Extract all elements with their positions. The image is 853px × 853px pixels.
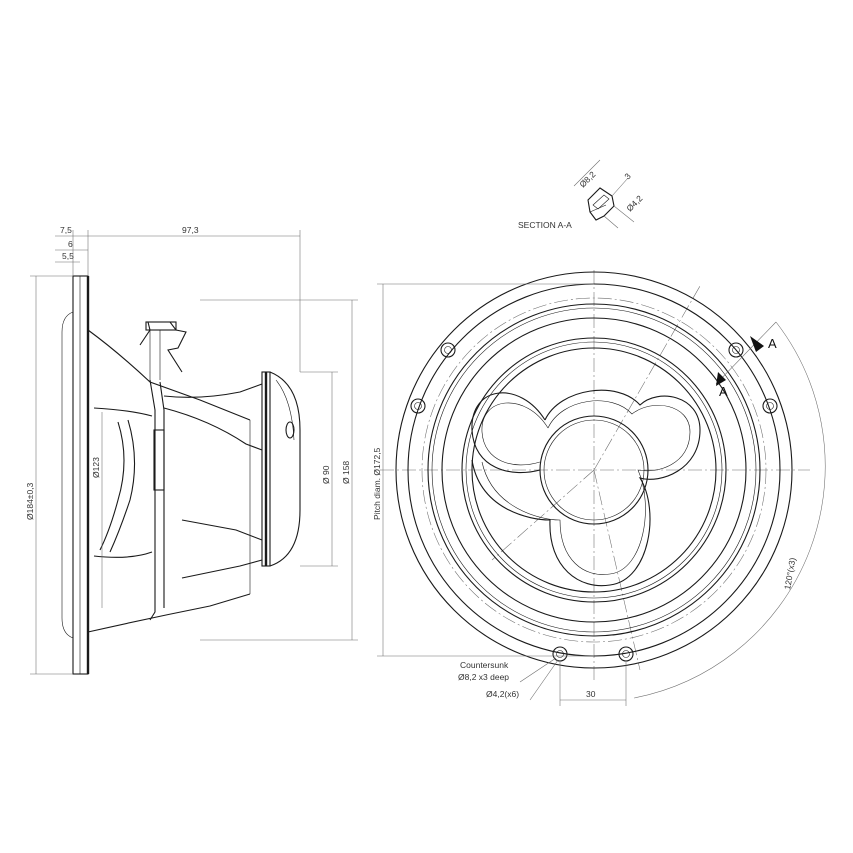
section-dim-d82: Ø8,2 [577,169,597,189]
countersunk-label: Countersunk [460,660,509,670]
dim-d90: Ø 90 [321,465,331,484]
section-dim-3: 3 [622,171,633,182]
section-a-a-detail: Ø8,2 3 Ø4,2 SECTION A-A [518,159,645,230]
countersunk-depth: Ø8,2 x3 deep [458,672,509,682]
dim-6: 6 [68,239,73,249]
outer-flange [395,271,793,669]
section-dim-d42: Ø4,2 [624,193,644,213]
dim-d184: Ø184±0,3 [25,482,35,520]
dim-5-5: 5,5 [62,251,74,261]
section-mark-top: A [768,336,777,351]
dim-d123: Ø123 [91,457,101,478]
center-dome [539,415,649,525]
side-view: 7,5 6 5,5 97,3 Ø184±0,3 Ø123 Ø 90 Ø 158 [25,225,358,675]
section-label: SECTION A-A [518,220,572,230]
front-view: A A Pitch diam. Ø172,5 Countersunk Ø8,2 … [372,270,826,706]
dim-97-3: 97,3 [182,225,199,235]
section-mark-bottom: A [719,384,728,399]
dim-angle: 120°(x3) [782,557,797,591]
dim-30: 30 [586,689,596,699]
dim-d158: Ø 158 [341,461,351,484]
pitch-diameter: Pitch diam. Ø172,5 [372,447,382,520]
hole-count: Ø4,2(x6) [486,689,519,699]
dim-7-5: 7,5 [60,225,72,235]
mounting-flange [72,275,89,675]
